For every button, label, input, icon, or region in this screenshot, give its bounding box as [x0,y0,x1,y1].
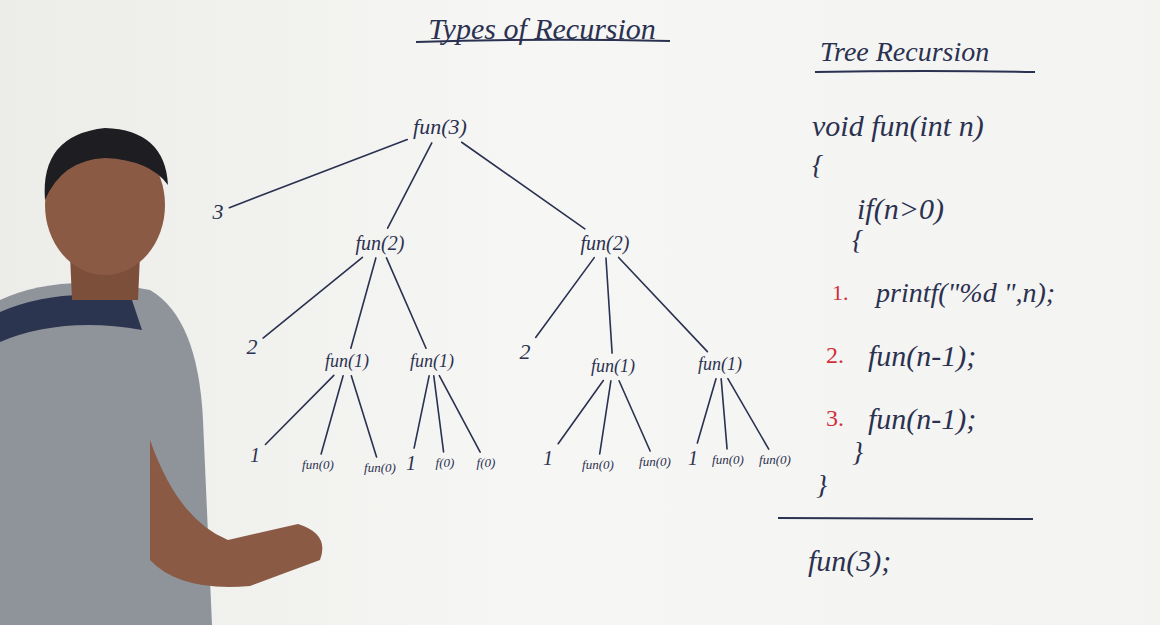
heading-underline [815,71,1035,72]
call-node: fun(1) [406,350,458,374]
tree-branch [721,379,727,449]
node-text: 1 [688,447,698,469]
node-text: fun(2) [581,232,630,254]
call-node: fun(0) [635,453,675,471]
tree-branch [439,376,480,452]
node-text: f(0) [436,456,455,470]
tree-branch [434,376,444,452]
tree-branch [263,257,362,338]
tree-branch [558,381,603,444]
tree-branch [229,140,407,208]
call-node: fun(3) [409,113,471,141]
title: Types of Recursion [428,12,656,45]
node-text: fun(0) [302,458,334,472]
printed-value: 1 [539,445,557,471]
printed-value: 1 [246,442,264,468]
node-text: fun(0) [639,455,671,469]
printed-value: 1 [402,450,420,476]
presenter-figure [0,128,322,625]
tree-branch [351,376,376,457]
node-text: 1 [250,444,260,466]
node-text: fun(0) [712,453,744,467]
code-line: printf("%d ",n); [876,278,1055,309]
tree-branch [619,381,650,451]
code-line: fun(3); [808,544,891,577]
printed-value: 3 [209,198,228,226]
node-text: fun(1) [410,352,454,372]
presenter-arm [150,440,322,587]
printed-value: 1 [684,445,702,471]
tree-branch [351,258,376,348]
tree-branch [619,257,708,351]
call-node: fun(0) [360,459,400,477]
tree-branch [386,258,426,348]
presenter-hair [45,128,168,200]
call-node: fun(1) [587,355,639,379]
node-text: 2 [520,340,531,364]
tree-branch [606,258,612,353]
call-node: fun(0) [708,451,748,469]
call-node: fun(1) [694,353,746,377]
tree-branch [388,143,432,228]
callout-number: 1. [832,281,849,305]
code-line: fun(n-1); [868,402,976,435]
call-node: fun(1) [321,350,373,374]
callout-number: 2. [826,342,844,368]
call-node: fun(0) [298,456,338,474]
node-text: fun(0) [582,458,614,472]
code-line: void fun(int n) [812,109,984,142]
node-text: fun(1) [325,352,369,372]
call-node: fun(2) [352,230,409,256]
node-text: 2 [247,335,258,359]
node-text: fun(0) [759,453,791,467]
code-line: } [816,470,827,501]
code-line: } [852,437,863,468]
node-text: fun(1) [698,355,742,375]
section-heading: Tree Recursion [820,37,989,68]
call-node: fun(0) [755,451,795,469]
code-line: fun(n-1); [868,339,976,372]
presenter-collar [0,295,142,342]
call-node: f(0) [473,454,500,472]
code-line: if(n>0) [857,192,944,225]
node-text: 1 [543,447,553,469]
node-text: fun(3) [413,115,467,139]
call-node: f(0) [432,454,459,472]
node-text: 1 [406,452,416,474]
tree-branch [600,381,611,454]
call-node: fun(0) [578,456,618,474]
call-node: fun(2) [577,230,634,256]
tree-branch [321,376,343,454]
tree-branch [697,379,716,443]
tree-branch [414,376,429,448]
tree-branch [536,258,595,338]
printed-value: 2 [243,333,262,361]
node-text: fun(2) [356,232,405,254]
tree-branch [265,375,333,444]
printed-value: 2 [516,338,535,366]
node-text: f(0) [477,456,496,470]
divider-line [778,518,1033,519]
tree-branch [462,142,585,229]
callout-number: 3. [826,405,844,431]
code-line: { [812,150,823,181]
tree-branch [728,379,769,449]
node-text: fun(0) [364,461,396,475]
node-text: 3 [213,200,224,224]
node-text: fun(1) [591,357,635,377]
code-line: { [852,225,863,256]
